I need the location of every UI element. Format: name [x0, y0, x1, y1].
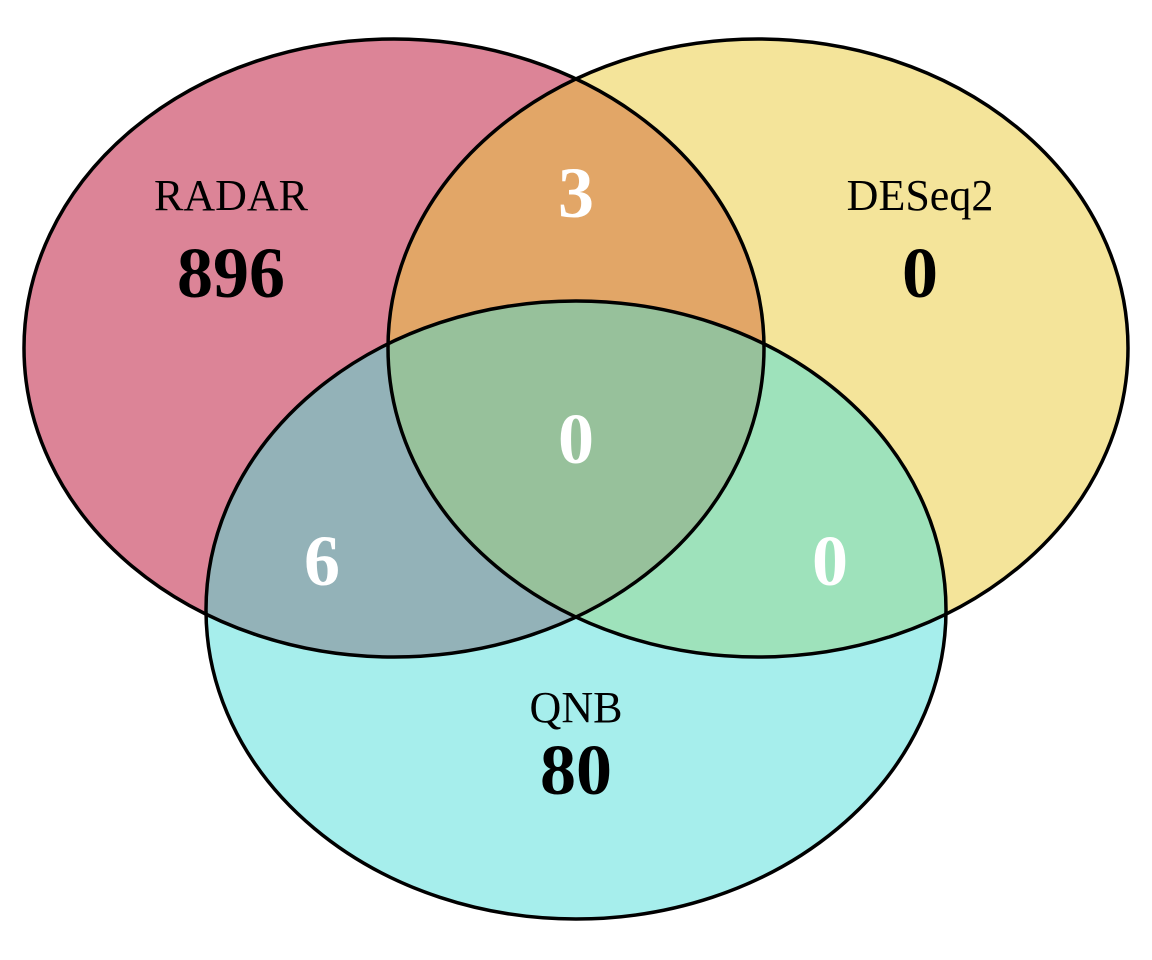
- radar-set-label: RADAR: [154, 171, 309, 220]
- deseq2-unique-count: 0: [902, 233, 938, 313]
- deseq2-set-label: DESeq2: [847, 171, 994, 220]
- all-three-overlap-count: 0: [558, 399, 594, 479]
- qnb-unique-count: 80: [540, 730, 612, 810]
- radar-set-outline: [22, 37, 766, 659]
- deseq2-set-outline: [386, 37, 1130, 659]
- radar-qnb-overlap-count: 6: [304, 521, 340, 601]
- deseq2-qnb-overlap-count: 0: [812, 521, 848, 601]
- radar-unique-count: 896: [177, 233, 285, 313]
- qnb-set-label: QNB: [530, 683, 623, 732]
- qnb-set-outline: [204, 299, 948, 921]
- radar-deseq2-overlap-count: 3: [558, 153, 594, 233]
